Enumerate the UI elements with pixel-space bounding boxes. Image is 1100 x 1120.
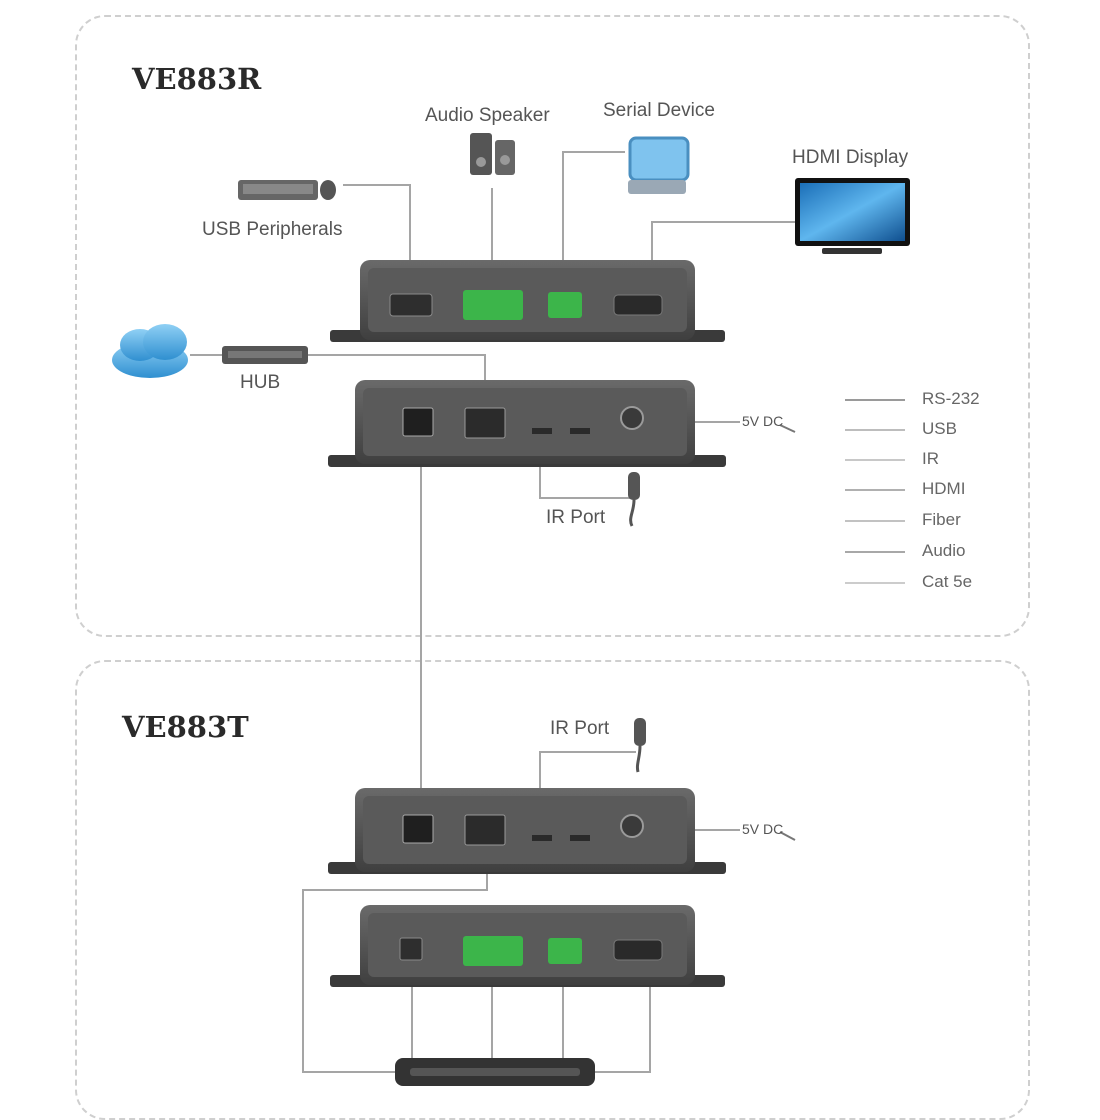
hub-label: HUB: [240, 372, 281, 393]
network-cloud-icon: [112, 324, 188, 378]
hdmi-display-label: HDMI Display: [792, 147, 909, 168]
usb-peripherals-label: USB Peripherals: [202, 219, 343, 240]
serial-device-label: Serial Device: [603, 100, 715, 121]
ir-port-transmitter-label: IR Port: [550, 718, 610, 739]
cable-serial: [562, 151, 625, 262]
ir-port-transmitter-icon: [634, 718, 646, 773]
keyboard-icon: [238, 180, 336, 200]
cables: [190, 151, 795, 1073]
hub-icon: [222, 346, 308, 364]
cable-hdmi: [651, 221, 795, 262]
hdmi-display-icon: [795, 178, 910, 254]
power-plug-transmitter-icon: [779, 831, 796, 841]
source-device: [395, 1058, 595, 1086]
transmitter-front-unit: [330, 905, 725, 987]
legend-label-rs232: RS-232: [922, 389, 980, 408]
legend-label-fiber: Fiber: [922, 510, 961, 529]
receiver-panel: [75, 15, 1030, 637]
serial-device-icon: [628, 136, 690, 194]
receiver-model-title: VE883R: [132, 62, 262, 96]
legend-label-ir: IR: [922, 449, 939, 468]
transmitter-model-title: VE883T: [122, 710, 249, 744]
speaker-icon: [470, 133, 515, 175]
receiver-front-unit: [330, 260, 725, 342]
legend-label-audio: Audio: [922, 541, 966, 560]
ir-port-receiver-label: IR Port: [546, 507, 606, 528]
transmitter-rear-unit: [328, 788, 726, 874]
cable-hdmi-source: [595, 955, 651, 1073]
cable-ir-transmitter: [539, 751, 636, 800]
receiver-rear-unit: [328, 380, 726, 467]
legend-label-cat5e: Cat 5e: [922, 572, 973, 591]
legend-label-hdmi: HDMI: [922, 479, 966, 498]
cable-usb: [343, 184, 411, 262]
legend-label-usb: USB: [922, 419, 957, 438]
power-plug-receiver-icon: [779, 424, 796, 433]
legend-lines: [845, 399, 905, 584]
transmitter-power-label: 5V DC: [742, 821, 784, 837]
receiver-power-label: 5V DC: [742, 413, 784, 429]
audio-speaker-label: Audio Speaker: [425, 105, 550, 126]
cable-cat5-source: [302, 855, 488, 1073]
ir-port-receiver-icon: [628, 472, 640, 527]
